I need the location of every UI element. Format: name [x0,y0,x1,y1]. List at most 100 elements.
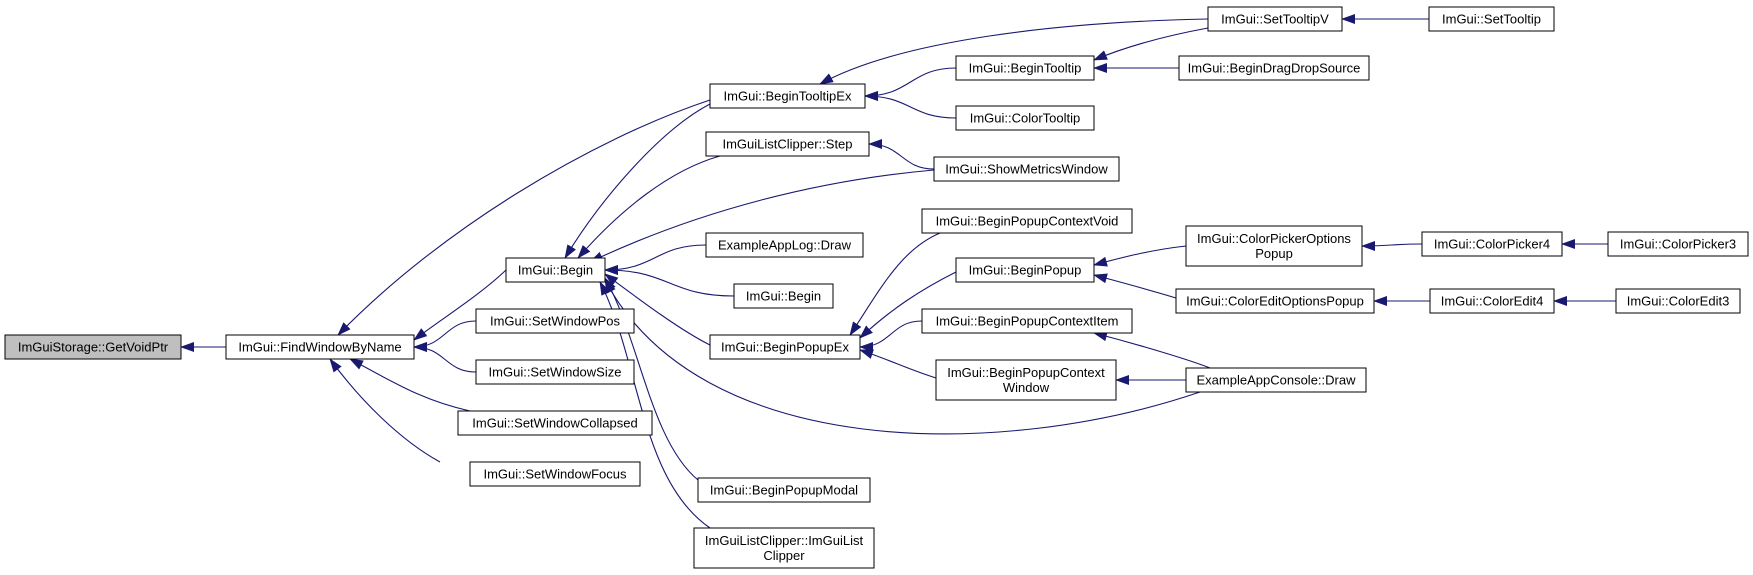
edge-begin2-to-begin [604,265,735,297]
node-beginpopup[interactable]: ImGui::BeginPopup [955,257,1095,283]
node-settooltip[interactable]: ImGui::SetTooltip [1428,6,1555,32]
node-label: ExampleAppConsole::Draw [1197,373,1357,388]
node-colorpicker3[interactable]: ImGui::ColorPicker3 [1607,231,1749,257]
edge-colortooltip-to-begintooltipex [864,91,957,119]
node-label: ImGui::ColorEdit3 [1627,294,1730,309]
edge-line [1093,331,1211,369]
node-box [4,334,182,360]
node-box [475,308,635,334]
node-label: Window [1003,380,1050,395]
node-box [469,461,641,487]
node-setwindowpos[interactable]: ImGui::SetWindowPos [475,308,635,334]
edge-line [604,244,707,275]
node-label: ImGuiStorage::GetVoidPtr [18,340,169,355]
node-label: ImGuiListClipper::Step [722,137,852,152]
edge-begintooltipex-to-begin [564,103,711,259]
node-box [693,527,875,569]
edge-setwindowpos-to-findwindowbyname [413,320,477,352]
edge-line [859,349,937,379]
node-label: ImGui::Begin [746,289,821,304]
node-label: ImGui::BeginPopupContextItem [936,314,1119,329]
edge-line [604,265,735,297]
node-beginpopupcontextitem[interactable]: ImGui::BeginPopupContextItem [921,308,1133,334]
node-label: ImGui::BeginPopupContext [947,365,1105,380]
node-label: ImGui::SetWindowPos [490,314,621,329]
edge-begin-to-findwindowbyname [413,269,507,341]
edge-colorpickeroptionspopup-to-beginpopup [1093,245,1187,267]
node-box [1607,231,1749,257]
node-box [955,257,1095,283]
node-box [1185,367,1367,393]
node-label: ImGui::SetTooltipV [1221,12,1329,27]
node-colortooltip[interactable]: ImGui::ColorTooltip [955,105,1095,131]
node-label: ImGui::Begin [518,263,593,278]
edge-setwindowfocus-to-findwindowbyname [329,358,441,463]
edge-setwindowsize-to-findwindowbyname [413,342,477,373]
node-coloreditoptionspopup[interactable]: ImGui::ColorEditOptionsPopup [1175,288,1375,314]
node-label: ImGui::FindWindowByName [238,340,401,355]
node-label: ImGui::BeginTooltip [969,61,1082,76]
node-label: ImGui::BeginDragDropSource [1188,61,1361,76]
node-label: ImGui::SetWindowSize [489,365,622,380]
node-box [505,257,606,283]
edge-listclipperstep-to-begin [577,155,721,259]
node-beginpopupcontextvoid[interactable]: ImGui::BeginPopupContextVoid [921,208,1133,234]
node-box [1178,55,1370,81]
node-box [705,232,864,258]
node-coloredit4[interactable]: ImGui::ColorEdit4 [1429,288,1555,314]
node-begindragdropsource[interactable]: ImGui::BeginDragDropSource [1178,55,1370,81]
node-box [921,208,1133,234]
node-label: ImGui::BeginPopupModal [710,483,858,498]
edge-beginpopupcontextitem-to-beginpopupex [859,320,923,352]
node-setwindowsize[interactable]: ImGui::SetWindowSize [475,359,635,385]
node-listclipperctor[interactable]: ImGuiListClipper::ImGuiListClipper [693,527,875,569]
edge-line [413,320,477,352]
node-label: ImGui::SetWindowCollapsed [472,416,637,431]
edge-line [589,169,935,263]
node-setwindowcollapsed[interactable]: ImGui::SetWindowCollapsed [457,410,653,436]
edge-settooltipv-to-begintooltipex [819,18,1209,85]
edge-line [1093,273,1177,299]
edge-line [604,273,711,346]
node-exampleapplogdraw[interactable]: ExampleAppLog::Draw [705,232,864,258]
node-label: ImGui::ShowMetricsWindow [945,162,1108,177]
node-setwindowfocus[interactable]: ImGui::SetWindowFocus [469,461,641,487]
node-getvoidptr[interactable]: ImGuiStorage::GetVoidPtr [4,334,182,360]
node-begin2[interactable]: ImGui::Begin [733,283,834,309]
edge-beginpopupcontextvoid-to-beginpopupex [849,232,941,336]
node-begintooltipex[interactable]: ImGui::BeginTooltipEx [709,83,866,109]
node-box [225,334,415,360]
node-coloredit3[interactable]: ImGui::ColorEdit3 [1615,288,1741,314]
node-settooltipv[interactable]: ImGui::SetTooltipV [1207,6,1343,32]
node-colorpicker4[interactable]: ImGui::ColorPicker4 [1421,231,1563,257]
node-label: ImGui::ColorPickerOptions [1197,231,1351,246]
node-exampleappconsoledraw[interactable]: ExampleAppConsole::Draw [1185,367,1367,393]
node-box [1175,288,1375,314]
node-findwindowbyname[interactable]: ImGui::FindWindowByName [225,334,415,360]
edge-exampleapplogdraw-to-begin [604,244,707,275]
node-box [1428,6,1555,32]
edge-line [859,271,957,339]
edge-showmetricswindow-to-listclipperstep [868,139,935,170]
edge-line [564,103,711,259]
node-box [1429,288,1555,314]
edge-line [864,91,957,119]
node-begintooltip[interactable]: ImGui::BeginTooltip [955,55,1095,81]
node-begin[interactable]: ImGui::Begin [505,257,606,283]
edge-line [413,269,507,341]
edge-line [859,320,923,352]
node-showmetricswindow[interactable]: ImGui::ShowMetricsWindow [933,156,1120,182]
node-label: Popup [1255,246,1293,261]
node-label: ImGui::ColorTooltip [970,111,1081,126]
edge-exampleappconsoledraw-to-begin [604,279,1201,435]
node-label: ImGui::BeginPopupEx [721,340,849,355]
node-beginpopupex[interactable]: ImGui::BeginPopupEx [709,334,861,360]
node-listclipperstep[interactable]: ImGuiListClipper::Step [705,131,870,157]
edge-line [349,358,471,412]
edge-setwindowcollapsed-to-findwindowbyname [349,358,471,412]
node-beginpopupmodal[interactable]: ImGui::BeginPopupModal [697,477,871,503]
node-label: ImGui::SetWindowFocus [483,467,627,482]
